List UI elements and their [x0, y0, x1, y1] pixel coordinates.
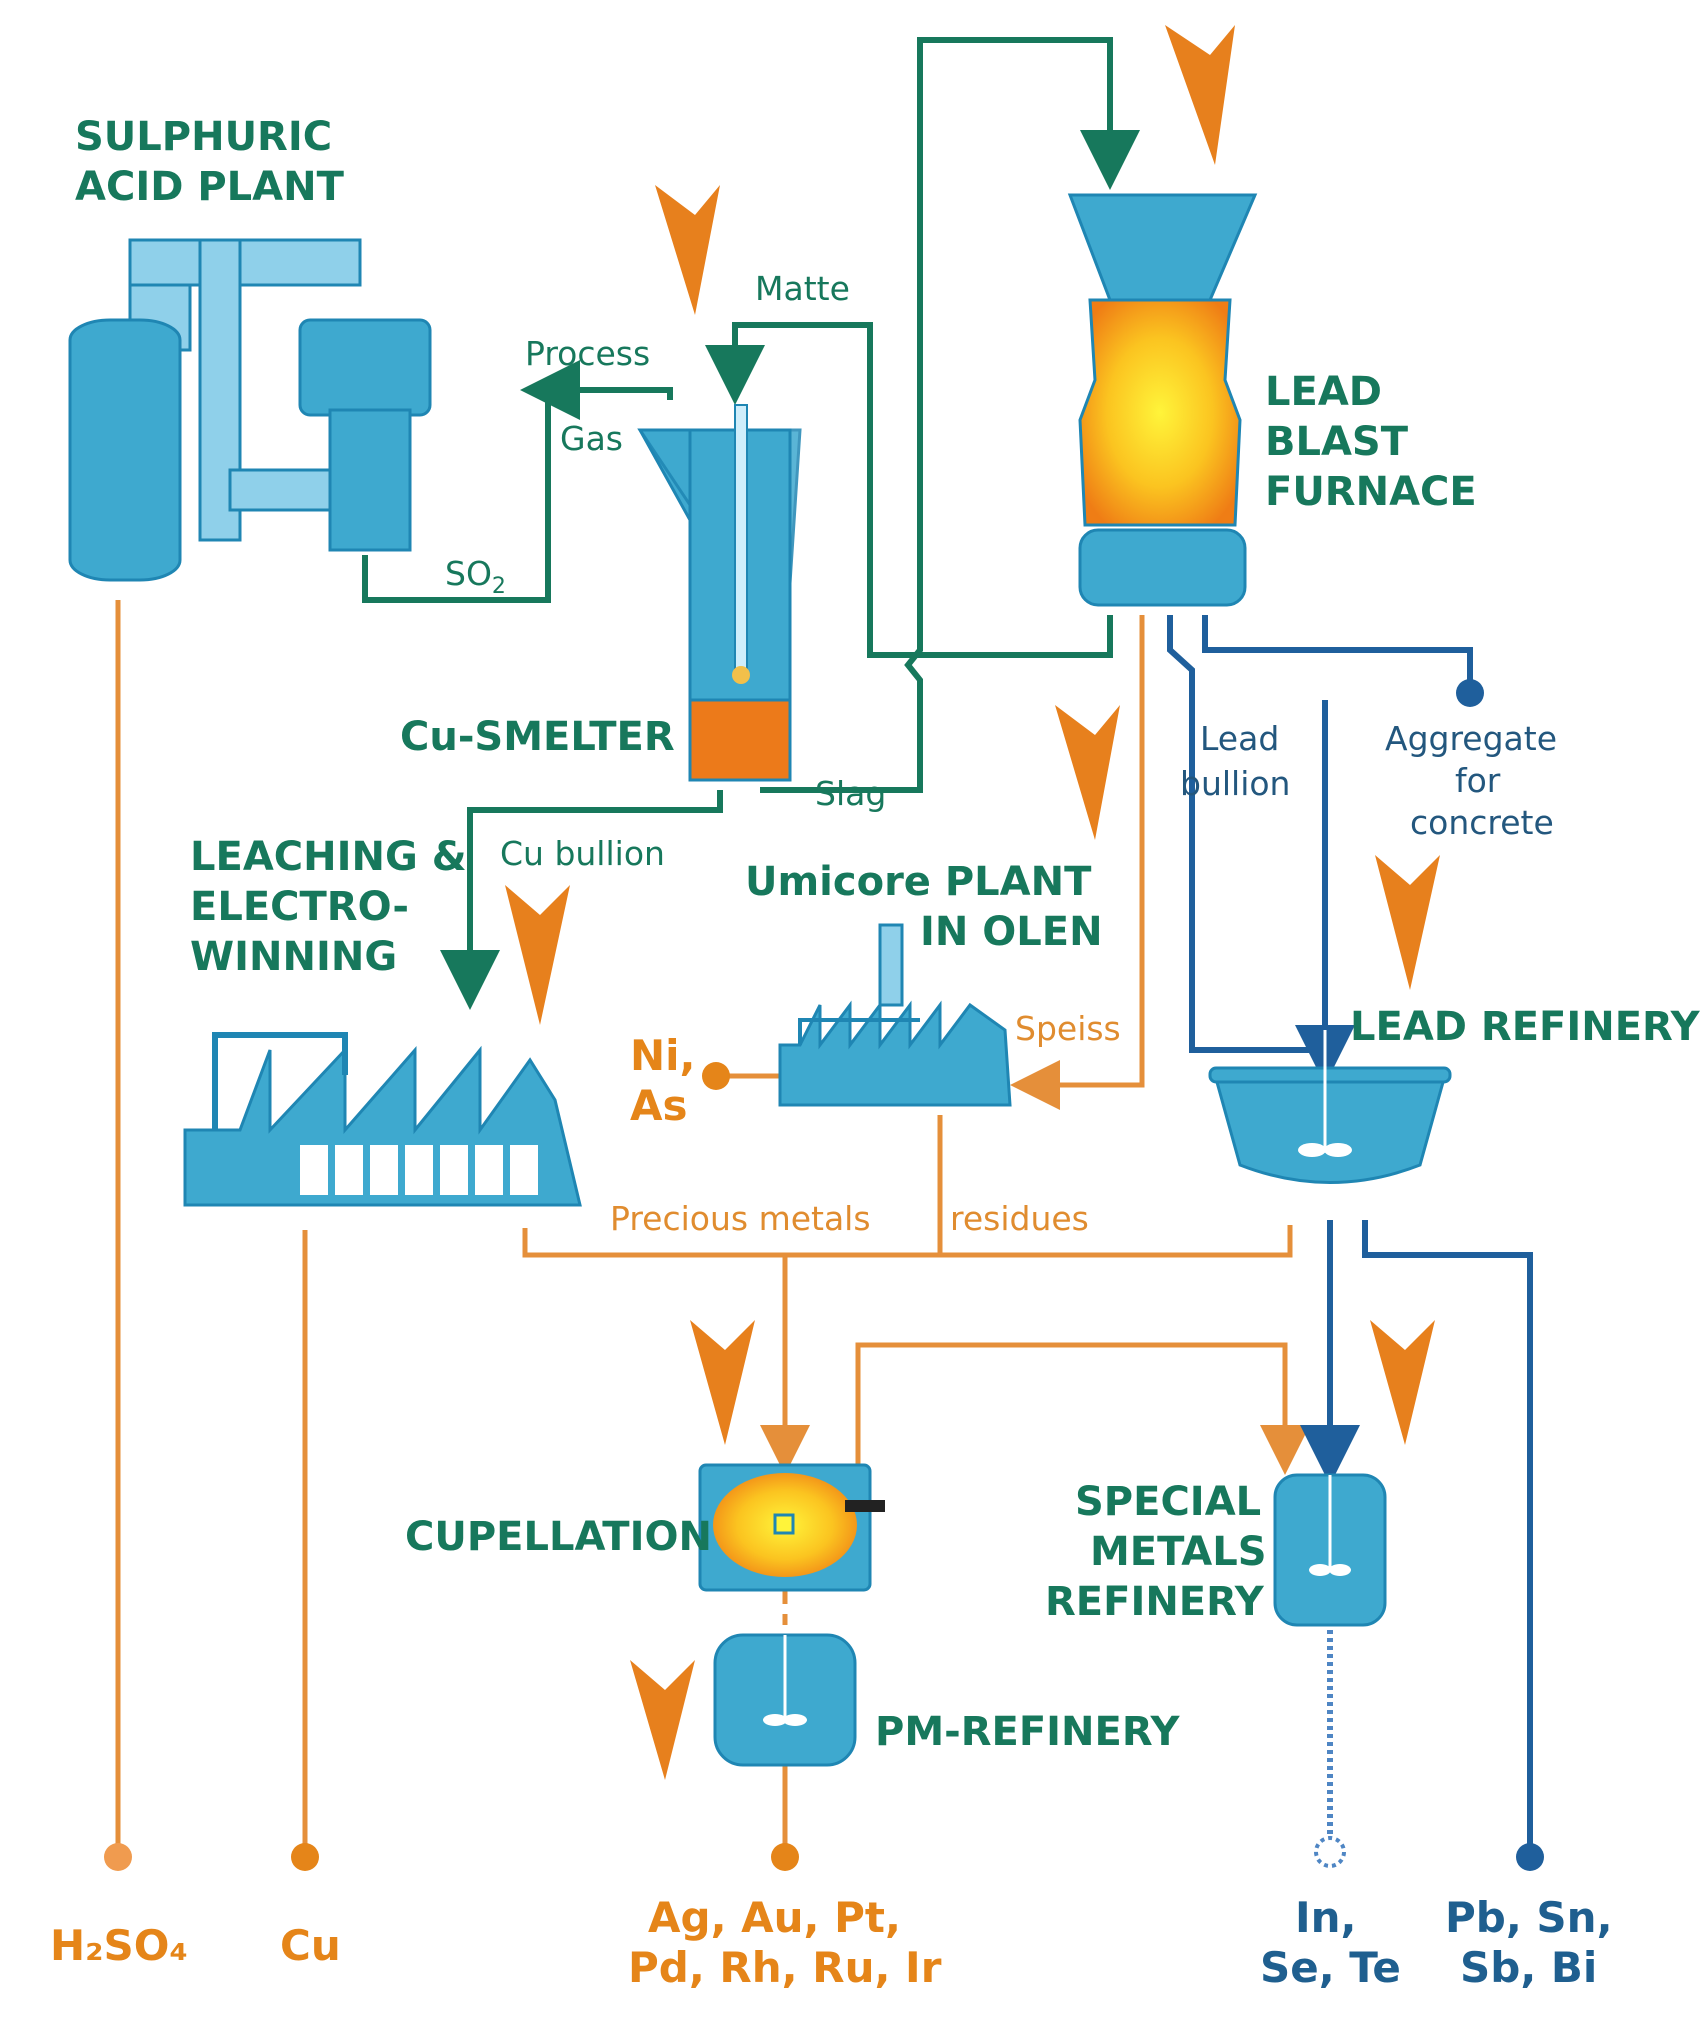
- pm-refinery-icon: [713, 1633, 857, 1767]
- lead-blast-furnace-label-3: FURNACE: [1265, 469, 1477, 515]
- special-metals-label-3: REFINERY: [1045, 1579, 1265, 1625]
- pb-sn-sb-bi-label-1: Pb, Sn,: [1445, 1893, 1613, 1942]
- aggregate-label-2: for: [1455, 761, 1501, 800]
- lead-bullion-label-2: bullion: [1180, 764, 1290, 803]
- aggregate-dot: [1456, 679, 1484, 707]
- precious-product-label-1: Ag, Au, Pt,: [648, 1893, 901, 1942]
- pb-sn-sb-bi-label-2: Sb, Bi: [1460, 1943, 1597, 1992]
- umicore-plant-icon: [778, 923, 1012, 1107]
- feed-arrow-leaching: [505, 885, 570, 1025]
- speiss-label: Speiss: [1015, 1009, 1121, 1048]
- in-se-te-label-1: In,: [1295, 1893, 1356, 1942]
- aggregate-line: [1202, 615, 1473, 690]
- sulphuric-acid-plant-label-2: ACID PLANT: [75, 164, 345, 210]
- leaching-label-3: WINNING: [190, 934, 397, 980]
- so2-line: [362, 390, 551, 603]
- lead-refinery-icon: [1208, 1030, 1452, 1184]
- h2so4-product-label: H₂SO₄: [50, 1921, 188, 1970]
- so2-label-main: SO: [445, 554, 492, 593]
- cu-smelter-icon: [637, 404, 802, 782]
- cupellation-label: CUPELLATION: [405, 1514, 712, 1560]
- leaching-label-1: LEACHING &: [190, 834, 467, 880]
- matte-line: [705, 322, 1113, 658]
- sulphuric-acid-plant-label-1: SULPHURIC: [75, 114, 332, 160]
- precious-product-dot: [771, 1843, 799, 1871]
- so2-label-subscript: 2: [492, 574, 506, 599]
- feed-arrow-special: [1370, 1320, 1435, 1445]
- lead-blast-furnace-label-1: LEAD: [1265, 369, 1382, 415]
- lead-blast-furnace-label-2: BLAST: [1265, 419, 1409, 465]
- lead-refinery-label: LEAD REFINERY: [1350, 1004, 1701, 1050]
- special-metals-label-1: SPECIAL: [1075, 1479, 1261, 1525]
- feed-arrow-cupellation: [690, 1320, 755, 1445]
- in-se-te-label-2: Se, Te: [1260, 1943, 1401, 1992]
- cupellation-icon: [698, 1463, 885, 1592]
- feed-arrow-smelter: [655, 185, 720, 315]
- process-gas-label-2: Gas: [560, 419, 623, 458]
- pb-product-dot: [1516, 1843, 1544, 1871]
- pm-residues-label-1: Precious metals: [610, 1199, 871, 1238]
- lead-blast-furnace-icon: [1067, 193, 1258, 607]
- process-gas-line: [520, 360, 673, 420]
- cu-smelter-label: Cu-SMELTER: [400, 714, 675, 760]
- slag-to-blast-furnace-line: [760, 37, 1140, 793]
- special-metals-label-2: METALS: [1090, 1529, 1267, 1575]
- special-metals-refinery-icon: [1273, 1473, 1387, 1627]
- pb-product-line: [1362, 1220, 1533, 1855]
- process-gas-label-1: Process: [525, 334, 650, 373]
- ni-as-dot: [702, 1062, 730, 1090]
- lead-bullion-label-1: Lead: [1200, 719, 1279, 758]
- h2so4-product-dot: [104, 1843, 132, 1871]
- ni-as-label-2: As: [630, 1081, 688, 1130]
- aggregate-label-3: concrete: [1410, 803, 1554, 842]
- cu-bullion-line: [440, 790, 723, 1010]
- ni-as-label-1: Ni,: [630, 1031, 696, 1080]
- so2-label: SO2: [445, 554, 506, 599]
- cupellation-to-special-line: [855, 1342, 1310, 1480]
- cu-product-label: Cu: [280, 1921, 341, 1970]
- precious-product-label-2: Pd, Rh, Ru, Ir: [628, 1943, 942, 1992]
- feed-arrow-blast-furnace: [1165, 25, 1235, 165]
- leaching-label-2: ELECTRO-: [190, 884, 409, 930]
- matte-label: Matte: [755, 269, 850, 308]
- sulphuric-acid-plant-icon: [68, 238, 432, 582]
- pm-residues-label-2: residues: [950, 1199, 1089, 1238]
- umicore-plant-label-1: Umicore PLANT: [745, 859, 1092, 905]
- feed-arrow-umicore: [1055, 705, 1120, 840]
- in-product-dot: [1314, 1836, 1346, 1868]
- cu-bullion-label: Cu bullion: [500, 834, 665, 873]
- slag-label: Slag: [815, 774, 886, 813]
- aggregate-label-1: Aggregate: [1385, 719, 1557, 758]
- pm-refinery-label: PM-REFINERY: [875, 1709, 1180, 1755]
- leaching-electrowinning-icon: [183, 1032, 582, 1207]
- cu-product-dot: [291, 1843, 319, 1871]
- umicore-plant-label-2: IN OLEN: [920, 909, 1103, 955]
- feed-arrow-pm-refinery: [630, 1660, 695, 1780]
- lead-bullion-line: [1167, 615, 1328, 1060]
- feed-arrow-lead-refinery: [1375, 855, 1440, 990]
- speiss-line: [1010, 615, 1145, 1110]
- residues-collector-line: [522, 1225, 1293, 1258]
